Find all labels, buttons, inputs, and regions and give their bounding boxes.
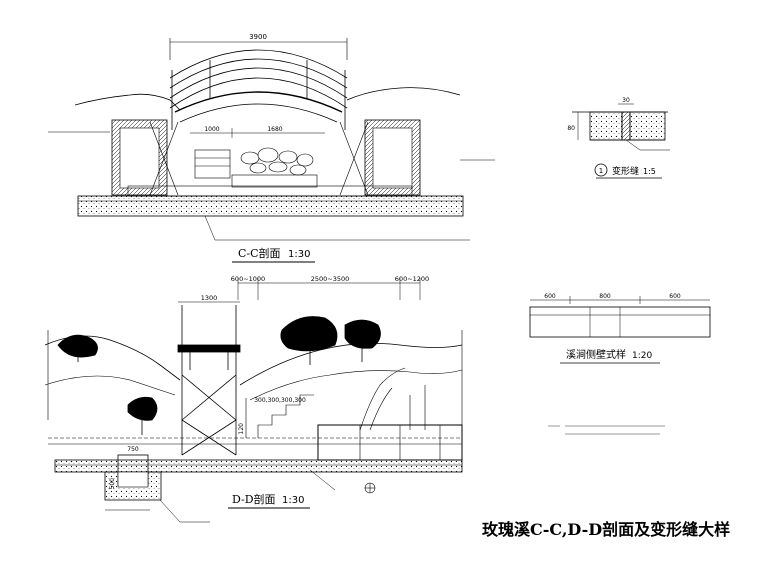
wall-dim-2: 800 (599, 293, 611, 300)
shrub (127, 396, 158, 435)
cc-dim-left: 1000 (204, 126, 219, 133)
cc-dim-right: 1680 (267, 126, 282, 133)
wall-title: 溪涧侧壁式样 (566, 348, 626, 361)
wall-scale: 1:20 (632, 351, 652, 361)
dd-section: 600~1000 2500~3500 600~1200 1300 (44, 275, 463, 523)
cc-title: C-C剖面 (238, 246, 281, 260)
water-channel (359, 367, 426, 431)
dd-base (54, 459, 463, 473)
cc-section: 3900 (48, 33, 495, 263)
joint-number: 1 (599, 167, 603, 175)
dd-dim-c: 600~1200 (395, 275, 429, 283)
dd-dim-a: 600~1000 (231, 275, 265, 283)
wall-detail: 600 800 600 溪涧侧壁式样 1:20 (529, 293, 711, 364)
sheet-title: 玫瑰溪C-C,D-D剖面及变形缝大样 (482, 520, 730, 539)
dd-dim-step-h: 120 (238, 423, 245, 435)
joint-dim-h: 80 (567, 125, 575, 132)
wall-dim-3: 600 (669, 293, 681, 300)
steps (245, 394, 314, 438)
joint-scale: 1:5 (643, 167, 656, 176)
arch-bridge (169, 49, 348, 130)
dd-bridge (177, 305, 241, 456)
cc-base (77, 195, 464, 217)
tree-center (280, 316, 381, 365)
dd-dim-pit-d: 500 (109, 478, 116, 490)
cc-dim-top: 3900 (249, 33, 267, 41)
joint-dim-w: 30 (622, 97, 630, 104)
dd-dim-bridge: 1300 (201, 294, 218, 302)
dd-title: D-D剖面 (232, 492, 276, 506)
dd-scale: 1:30 (282, 495, 304, 506)
cc-stones (240, 147, 314, 176)
wall-dim-1: 600 (544, 293, 556, 300)
dd-dim-b: 2500~3500 (311, 275, 350, 283)
dd-dim-steps: 300,300,300,300 (254, 397, 306, 404)
joint-title: 变形缝 (612, 165, 639, 177)
dd-dim-pit-w: 750 (127, 446, 139, 453)
joint-detail: 80 30 1 变形缝 1:5 (567, 97, 670, 179)
notes (548, 425, 665, 435)
tree-left (57, 334, 98, 362)
cc-scale: 1:30 (288, 249, 310, 260)
